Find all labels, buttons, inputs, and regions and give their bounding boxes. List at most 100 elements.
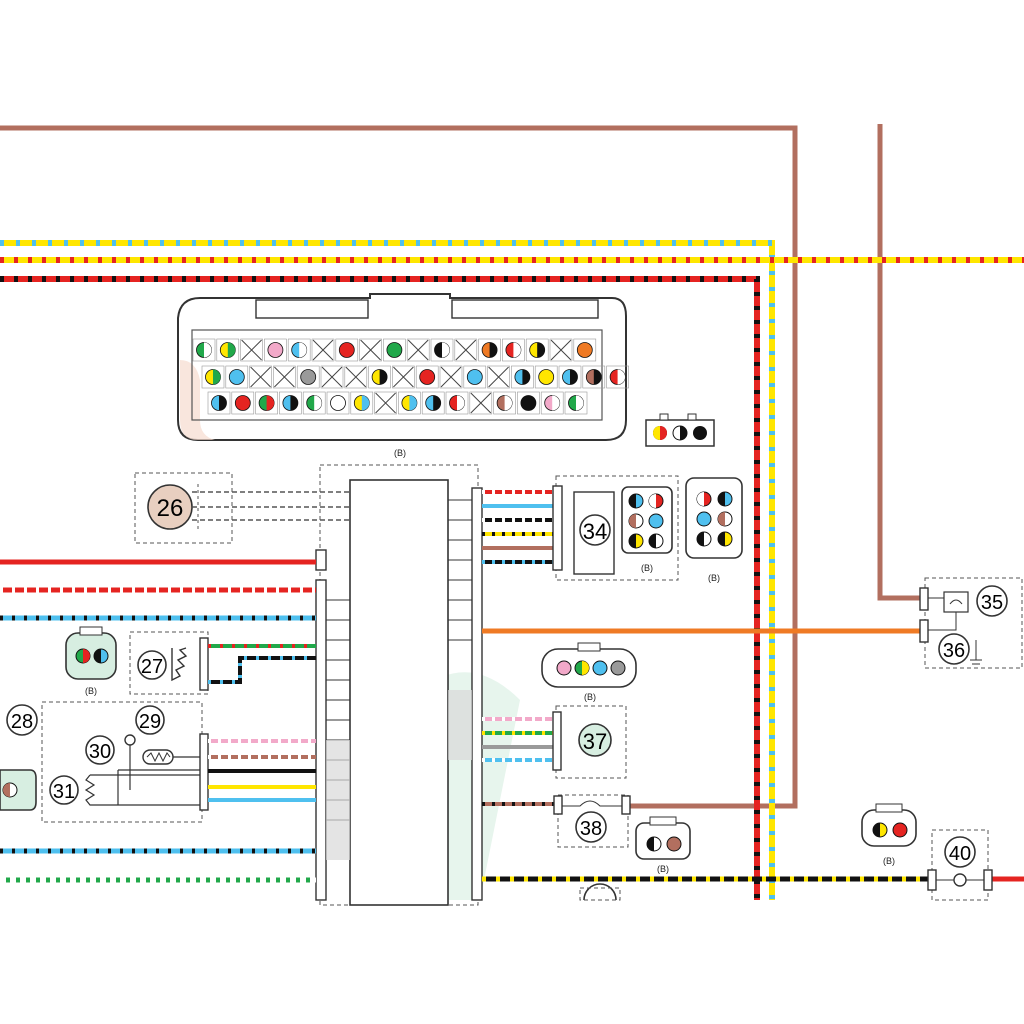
ecu-connector — [177, 293, 629, 441]
ecu-pin-cell — [439, 365, 463, 389]
ecu-pin-cell — [302, 391, 326, 415]
label-34a: (B) — [641, 563, 653, 573]
ecu-pin-cell — [201, 365, 225, 389]
ecu-pin-cell — [517, 391, 540, 415]
ecu-pin — [228, 369, 245, 385]
ecu-pin-cell — [359, 338, 382, 362]
ecu-pin-empty — [375, 392, 396, 414]
ecu-pin-empty — [312, 339, 334, 361]
ecu-pin — [466, 369, 483, 385]
ecu-pin-cell — [564, 391, 588, 415]
label-35: 35 — [981, 592, 1003, 614]
ecu-pin-cell — [534, 365, 558, 389]
ecu-pin-stripe — [504, 395, 513, 411]
ecu-pin-stripe — [219, 395, 227, 411]
component-27 — [65, 626, 316, 695]
ecu-pin-cell — [311, 338, 335, 362]
ecu-pin-cell — [502, 338, 525, 362]
component-35-36 — [919, 577, 1023, 669]
ecu-pin — [538, 369, 555, 385]
ecu-pin — [338, 342, 355, 358]
ecu-pin-cell — [335, 338, 359, 362]
ecu-pin-cell — [326, 391, 350, 415]
ecu-pin-cell — [406, 338, 430, 362]
ecu-pin-cell — [231, 391, 255, 415]
ecu-pin-cell — [445, 391, 469, 415]
ecu-pin-cell — [374, 391, 397, 415]
label-34b: (B) — [708, 573, 720, 583]
label-29: 29 — [139, 711, 161, 733]
ecu-pin-stripe — [227, 342, 236, 358]
ecu-pin-cell — [344, 365, 368, 389]
ecu-pin-cell — [493, 391, 516, 415]
label-40: 40 — [949, 843, 971, 865]
label-38-conn: (B) — [657, 864, 669, 874]
ecu-pin-stripe — [361, 395, 370, 411]
ecu-pin-cell — [320, 365, 344, 389]
ecu-pin-cell — [558, 365, 582, 389]
component-26 — [134, 472, 350, 544]
component-28-31 — [0, 701, 316, 823]
label-31: 31 — [53, 781, 75, 803]
ecu-pin-cell — [487, 365, 510, 389]
label-38: 38 — [580, 818, 602, 840]
ecu-pin-cell — [454, 338, 478, 362]
ecu-pin-cell — [549, 338, 573, 362]
ecu-pin-empty — [250, 366, 271, 388]
ecu-pin-cell — [392, 365, 415, 389]
label-34: 34 — [583, 519, 607, 544]
ecu-body — [315, 464, 520, 906]
component-37 — [482, 705, 627, 779]
ecu-pin-cell — [421, 391, 445, 415]
ecu-pin-stripe — [379, 369, 388, 385]
connector-34b — [685, 477, 743, 559]
label-40-conn: (B) — [883, 856, 895, 866]
label-28: 28 — [11, 711, 33, 733]
ecu-pin-empty — [455, 339, 477, 361]
ecu-pin-cell — [225, 365, 249, 389]
ecu-pin-stripe — [552, 395, 560, 411]
ecu-pin-empty — [321, 366, 343, 388]
ecu-pin-stripe — [299, 342, 307, 358]
ecu-pin-stripe — [537, 342, 545, 358]
ecu-pin-cell — [582, 365, 606, 389]
ecu-pin-stripe — [593, 369, 602, 385]
left-wires — [0, 559, 316, 883]
label-30: 30 — [89, 741, 111, 763]
red-black-wire — [0, 276, 760, 900]
component-40 — [861, 803, 993, 901]
ecu-pin-stripe — [204, 342, 212, 358]
top-brown-wire — [0, 124, 920, 809]
ecu-pin — [234, 395, 251, 411]
four-pin-connector — [541, 642, 637, 688]
label-36: 36 — [943, 640, 965, 662]
label-37: 37 — [583, 729, 607, 754]
ecu-pin-stripe — [266, 395, 275, 411]
ecu-pin-cell — [279, 391, 302, 415]
ecu-pin-cell — [264, 338, 287, 362]
ecu-pin-stripe — [513, 342, 521, 358]
ecu-pin-empty — [274, 366, 295, 388]
connector-34a — [621, 486, 673, 554]
ecu-pin-cell — [525, 338, 549, 362]
ecu-pin — [419, 369, 436, 385]
wires-to-34 — [482, 490, 556, 564]
ecu-pin-stripe — [522, 369, 530, 385]
component-34 — [552, 475, 679, 581]
ecu-pin-cell — [273, 365, 296, 389]
ecu-pin-stripe — [409, 395, 417, 411]
ecu-pin-empty — [488, 366, 509, 388]
label-26: 26 — [157, 495, 184, 522]
ecu-pin-cell — [240, 338, 263, 362]
ecu-pin-stripe — [314, 395, 322, 411]
ecu-pin-cell — [606, 365, 629, 389]
ecu-pin-empty — [550, 339, 572, 361]
ecu-pin-empty — [440, 366, 462, 388]
ecu-pin-empty — [241, 339, 262, 361]
ecu-pin-cell — [573, 338, 597, 362]
ecu-pin-stripe — [457, 395, 465, 411]
ecu-pin-empty — [360, 339, 381, 361]
ecu-pin-stripe — [290, 395, 298, 411]
label-4pin: (B) — [584, 692, 596, 702]
